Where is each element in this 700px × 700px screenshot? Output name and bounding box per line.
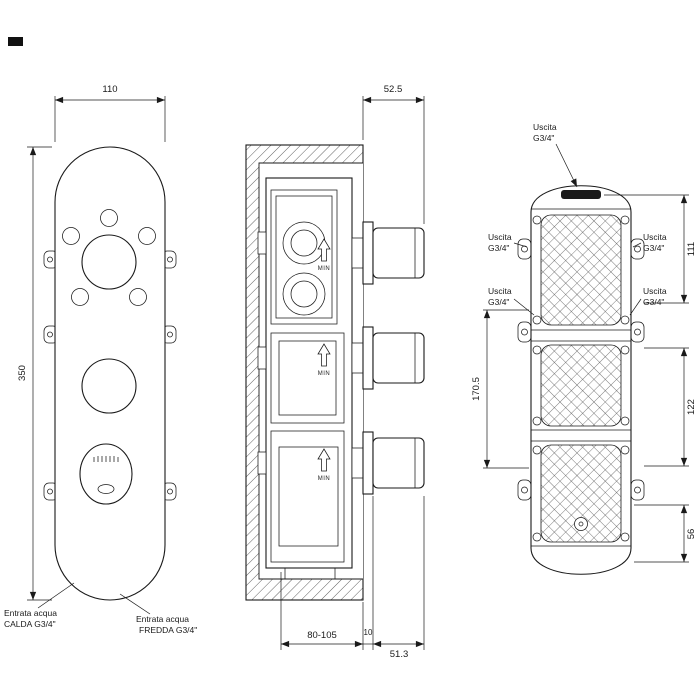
rear-dim-upper: 111 (604, 194, 697, 304)
handle-section-middle (351, 326, 425, 390)
front-dim-height: 350 (17, 146, 52, 601)
rear-view: Uscita G3/4" Uscita G3/4" Uscita G3/4" U… (471, 122, 697, 575)
inlet-cold-label-line2: FREDDA G3/4" (139, 625, 197, 635)
outlet-left-upper-line2: G3/4" (488, 243, 509, 253)
rear-dim-middle-text: 122 (686, 399, 697, 415)
min-flow-marker-1: MIN (317, 238, 331, 272)
min-text-2: MIN (318, 371, 331, 377)
inlet-cold-label-line1: Entrata acqua (136, 614, 189, 624)
front-ear-screws (47, 256, 173, 495)
outlet-top-callout: Uscita G3/4" (533, 122, 578, 188)
rear-panels (540, 214, 622, 543)
front-dim-width-text: 110 (102, 84, 117, 95)
rear-dim-middle: 122 (644, 347, 697, 467)
section-dims-bottom: 80-105 10 51.3 (280, 496, 425, 660)
outlet-right-upper-line1: Uscita (643, 232, 667, 242)
rear-dim-left: 170.5 (471, 309, 529, 469)
handle-section-top (351, 221, 425, 285)
rear-dim-upper-text: 111 (686, 242, 697, 256)
top-outlet-slot (561, 190, 601, 199)
front-view: 110 350 Entrata acqua CALDA G3/4" Entrat… (4, 84, 197, 635)
section-view: MIN MIN MIN 52.5 80-105 10 51.3 (245, 84, 425, 660)
min-flow-marker-3: MIN (317, 448, 331, 482)
valve-body-section (257, 177, 353, 579)
outlet-right-lower-line2: G3/4" (643, 297, 664, 307)
dial-handle-mark (97, 484, 115, 494)
diverter-control (62, 209, 156, 306)
outlet-left-upper-callout: Uscita G3/4" (488, 232, 528, 253)
section-dim-trim-text: 10 (364, 628, 373, 637)
drain-port (574, 517, 588, 531)
handle-section-bottom (351, 431, 425, 495)
outlet-right-upper-callout: Uscita G3/4" (632, 232, 667, 253)
section-dim-depth: 52.5 (362, 84, 425, 224)
rear-dim-lower: 56 (634, 504, 697, 563)
min-flow-marker-2: MIN (317, 343, 331, 377)
outlet-top-label-line2: G3/4" (533, 133, 554, 143)
outlet-left-lower-line1: Uscita (488, 286, 512, 296)
volume-control (81, 358, 137, 414)
min-text-3: MIN (318, 476, 331, 482)
front-dim-width: 110 (54, 84, 166, 142)
outlet-right-lower-line1: Uscita (643, 286, 667, 296)
min-arrow-icon (317, 238, 331, 262)
inlet-cold-callout: Entrata acqua FREDDA G3/4" (119, 593, 197, 635)
outlet-left-lower-line2: G3/4" (488, 297, 509, 307)
rear-dim-lower-text: 56 (686, 529, 697, 540)
drain-port-center (578, 521, 584, 527)
outlet-right-upper-line2: G3/4" (643, 243, 664, 253)
inlet-hot-callout: Entrata acqua CALDA G3/4" (4, 582, 75, 629)
min-arrow-icon (317, 343, 331, 367)
front-plate (54, 146, 166, 601)
rear-section-lines (531, 208, 631, 547)
dial-scale-ticks (93, 456, 119, 462)
outlet-top-label-line1: Uscita (533, 122, 557, 132)
inlet-hot-label-line1: Entrata acqua (4, 608, 57, 618)
min-text-1: MIN (318, 266, 331, 272)
outlet-left-lower-callout: Uscita G3/4" (488, 286, 535, 316)
rear-dim-left-text: 170.5 (471, 377, 482, 401)
rear-corner-screws (532, 215, 630, 542)
inlet-hot-label-line2: CALDA G3/4" (4, 619, 56, 629)
section-dim-handle-text: 51.3 (390, 649, 409, 660)
page-marker (8, 37, 23, 46)
front-dim-height-text: 350 (17, 365, 28, 381)
section-dim-depth-text: 52.5 (384, 84, 403, 95)
section-dim-recess-text: 80-105 (307, 630, 337, 641)
outlet-left-upper-line1: Uscita (488, 232, 512, 242)
min-arrow-icon (317, 448, 331, 472)
outlet-right-lower-callout: Uscita G3/4" (629, 286, 667, 316)
thermostat-dial (79, 443, 133, 505)
